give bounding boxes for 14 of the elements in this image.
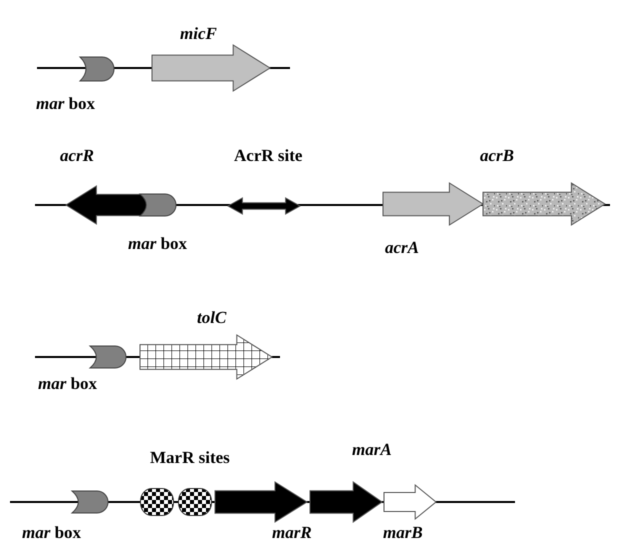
site-label: mar box <box>128 234 188 254</box>
gene-label: acrR <box>60 146 94 166</box>
gene-label: acrA <box>385 238 419 258</box>
gene-label: marB <box>383 523 423 543</box>
gene-label: acrB <box>480 146 514 166</box>
site-label: MarR sites <box>150 448 230 468</box>
gene-label: micF <box>180 24 217 44</box>
site-label: AcrR site <box>234 146 302 166</box>
site-label: mar box <box>38 374 98 394</box>
gene-label: marR <box>272 523 312 543</box>
gene-label: marA <box>352 440 392 460</box>
gene-label: tolC <box>197 308 226 328</box>
site-label: mar box <box>36 94 96 114</box>
site-label: mar box <box>22 523 82 543</box>
